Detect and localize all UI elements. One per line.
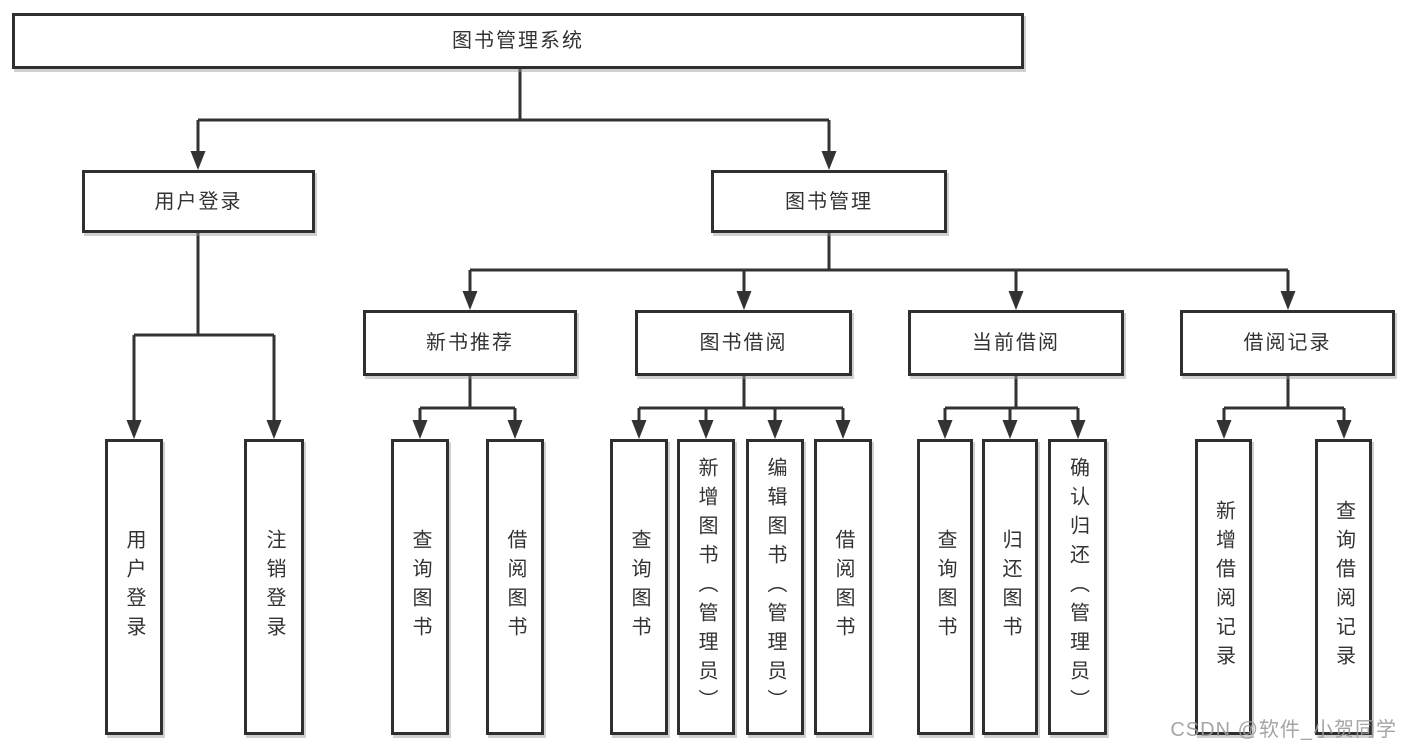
leaf-borrow-books: 借阅图书	[486, 439, 544, 735]
arrow-down-icon	[507, 420, 523, 439]
leaf-query-books: 查询图书	[391, 439, 449, 735]
node-label: 借阅记录	[1243, 332, 1332, 354]
leaf-label: 注销登录	[263, 529, 285, 645]
leaf-query-books: 查询图书	[610, 439, 668, 735]
leaf-label: 查询图书	[628, 529, 650, 645]
leaf-label: 查询图书	[409, 529, 431, 645]
leaf-label: 确认归还（管理员）	[1066, 456, 1089, 718]
arrow-down-icon	[1002, 420, 1018, 439]
node-label: 图书管理	[785, 190, 873, 213]
leaf-label: 借阅图书	[504, 529, 526, 645]
arrowheads	[126, 151, 1352, 439]
node-root-label: 图书管理系统	[452, 30, 584, 52]
leaf-label: 查询借阅记录	[1332, 500, 1355, 674]
arrow-down-icon	[412, 420, 428, 439]
leaf-label: 新增借阅记录	[1212, 500, 1235, 674]
node-label: 图书借阅	[699, 332, 788, 354]
arrow-down-icon	[631, 420, 647, 439]
arrow-down-icon	[1216, 420, 1232, 439]
leaf-label: 查询图书	[934, 529, 956, 645]
arrow-down-icon	[835, 420, 851, 439]
node-label: 新书推荐	[426, 332, 514, 354]
arrow-down-icon	[767, 420, 783, 439]
csdn-watermark: CSDN @软件_小贺同学	[1170, 719, 1397, 741]
arrow-down-icon	[1280, 291, 1296, 310]
arrow-down-icon	[190, 151, 206, 170]
leaf-query-borrow-record: 查询借阅记录	[1315, 439, 1372, 735]
leaf-logout: 注销登录	[244, 439, 304, 735]
leaf-user-login: 用户登录	[105, 439, 163, 735]
leaf-label: 编辑图书（管理员）	[764, 456, 786, 718]
leaf-query-books: 查询图书	[917, 439, 973, 735]
leaf-edit-books-admin: 编辑图书（管理员）	[746, 439, 804, 735]
node-current-borrow: 当前借阅	[908, 310, 1124, 376]
leaf-borrow-books: 借阅图书	[814, 439, 872, 735]
leaf-return-books: 归还图书	[982, 439, 1038, 735]
arrow-down-icon	[937, 420, 953, 439]
node-book-borrow: 图书借阅	[635, 310, 852, 376]
leaf-label: 归还图书	[999, 529, 1021, 645]
tree-edges	[132, 69, 1346, 421]
arrow-down-icon	[736, 291, 752, 310]
arrow-down-icon	[1070, 420, 1086, 439]
arrow-down-icon	[698, 420, 714, 439]
leaf-label: 用户登录	[123, 529, 145, 645]
node-borrow-records: 借阅记录	[1180, 310, 1395, 376]
leaf-add-borrow-record: 新增借阅记录	[1195, 439, 1252, 735]
arrow-down-icon	[1336, 420, 1352, 439]
node-user-login-group: 用户登录	[82, 170, 315, 233]
node-book-management: 图书管理	[711, 170, 947, 233]
arrow-down-icon	[821, 151, 837, 170]
leaf-label: 新增图书（管理员）	[695, 456, 717, 718]
node-label: 用户登录	[154, 190, 243, 213]
arrow-down-icon	[266, 420, 282, 439]
leaf-confirm-return-admin: 确认归还（管理员）	[1048, 439, 1107, 735]
node-root: 图书管理系统	[12, 13, 1024, 69]
arrow-down-icon	[462, 291, 478, 310]
node-label: 当前借阅	[972, 332, 1060, 354]
arrow-down-icon	[126, 420, 142, 439]
leaf-label: 借阅图书	[832, 529, 854, 645]
node-new-book-recommend: 新书推荐	[363, 310, 577, 376]
arrow-down-icon	[1008, 291, 1024, 310]
leaf-add-books-admin: 新增图书（管理员）	[677, 439, 735, 735]
